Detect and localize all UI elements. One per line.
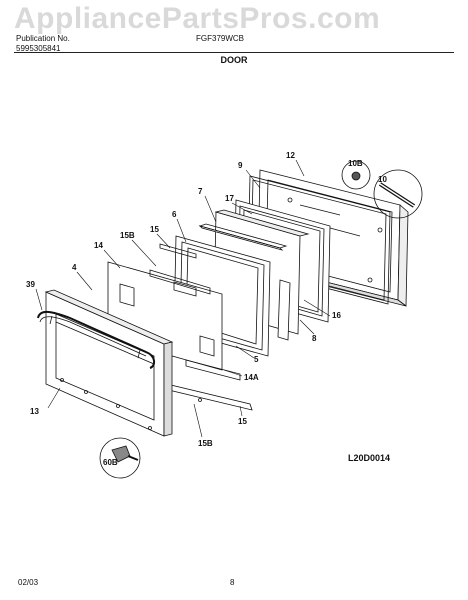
callout-16: 16: [332, 311, 341, 320]
callout-10b: 10B: [348, 159, 363, 168]
callout-17: 17: [225, 194, 234, 203]
outer-door-panel: [44, 289, 174, 437]
clip-upper: [159, 243, 197, 259]
publication-label: Publication No.: [16, 34, 70, 43]
callout-39: 39: [26, 280, 35, 289]
detail-circle-10: [373, 169, 423, 219]
bracket-15b-upper: [149, 269, 211, 297]
door-handle: [37, 311, 156, 369]
callout-15b-bottom: 15B: [198, 439, 213, 448]
header-rule: [14, 52, 454, 53]
publication-number: 5995305841: [16, 44, 61, 53]
callout-8: 8: [312, 334, 317, 343]
leader-lines: [35, 159, 331, 438]
callout-6: 6: [172, 210, 177, 219]
callout-15-bottom: 15: [238, 417, 247, 426]
callout-4: 4: [72, 263, 77, 272]
page-number: 8: [230, 578, 235, 587]
callout-15b-top: 15B: [120, 231, 135, 240]
callout-10: 10: [378, 175, 387, 184]
callout-7: 7: [198, 187, 203, 196]
callout-14: 14: [94, 241, 103, 250]
callout-5: 5: [254, 355, 259, 364]
model-number: FGF379WCB: [196, 34, 245, 43]
watermark-logo: AppliancePartsPros.com: [14, 2, 381, 35]
door-screws: [60, 378, 202, 430]
glass-spacer: [198, 223, 291, 341]
callout-60b: 60B: [103, 458, 118, 467]
section-title: DOOR: [220, 55, 248, 65]
callout-15-top: 15: [150, 225, 159, 234]
detail-circle-10b: [341, 160, 371, 190]
callout-9: 9: [238, 161, 243, 170]
callout-13: 13: [30, 407, 39, 416]
trim-14a: [185, 359, 241, 381]
footer-date: 02/03: [18, 578, 39, 587]
detail-circle-60b: [99, 437, 141, 479]
callout-12: 12: [286, 151, 295, 160]
diagram-code: L20D0014: [348, 453, 391, 463]
callout-14a: 14A: [244, 373, 259, 382]
